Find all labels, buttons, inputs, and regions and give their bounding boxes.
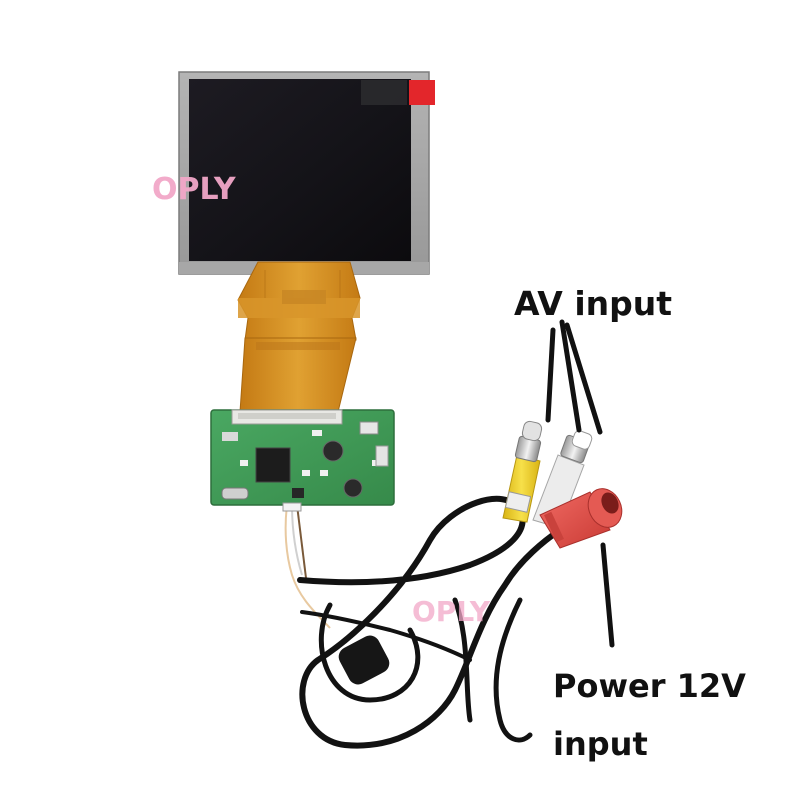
cable-ferrite-connector [338, 635, 390, 685]
rca-white-connector [532, 430, 593, 529]
lcd-corner-film [361, 80, 407, 105]
rca-yellow-connector [502, 420, 543, 523]
av-pointer-left [545, 327, 556, 423]
av-input-label: AV input [514, 284, 673, 323]
flex-ribbon-cable [237, 261, 361, 413]
power-label-line1: Power 12V [553, 667, 746, 705]
dc-power-connector [539, 488, 623, 549]
lcd-screen [189, 79, 411, 261]
annotation-pointers [545, 319, 615, 648]
power-pointer [600, 542, 615, 648]
main-chip [255, 447, 291, 483]
driver-board [210, 409, 395, 506]
av-pointer-mid [559, 319, 582, 433]
watermark-middle: OPLY [412, 595, 491, 628]
black-cable [297, 495, 563, 749]
crystal [221, 487, 249, 500]
watermark-top: OPLY [152, 172, 236, 207]
power-label-line2: input [553, 725, 648, 763]
protective-film-tab [409, 80, 435, 105]
thin-wires [282, 502, 331, 629]
av-pointer-right [564, 322, 603, 435]
